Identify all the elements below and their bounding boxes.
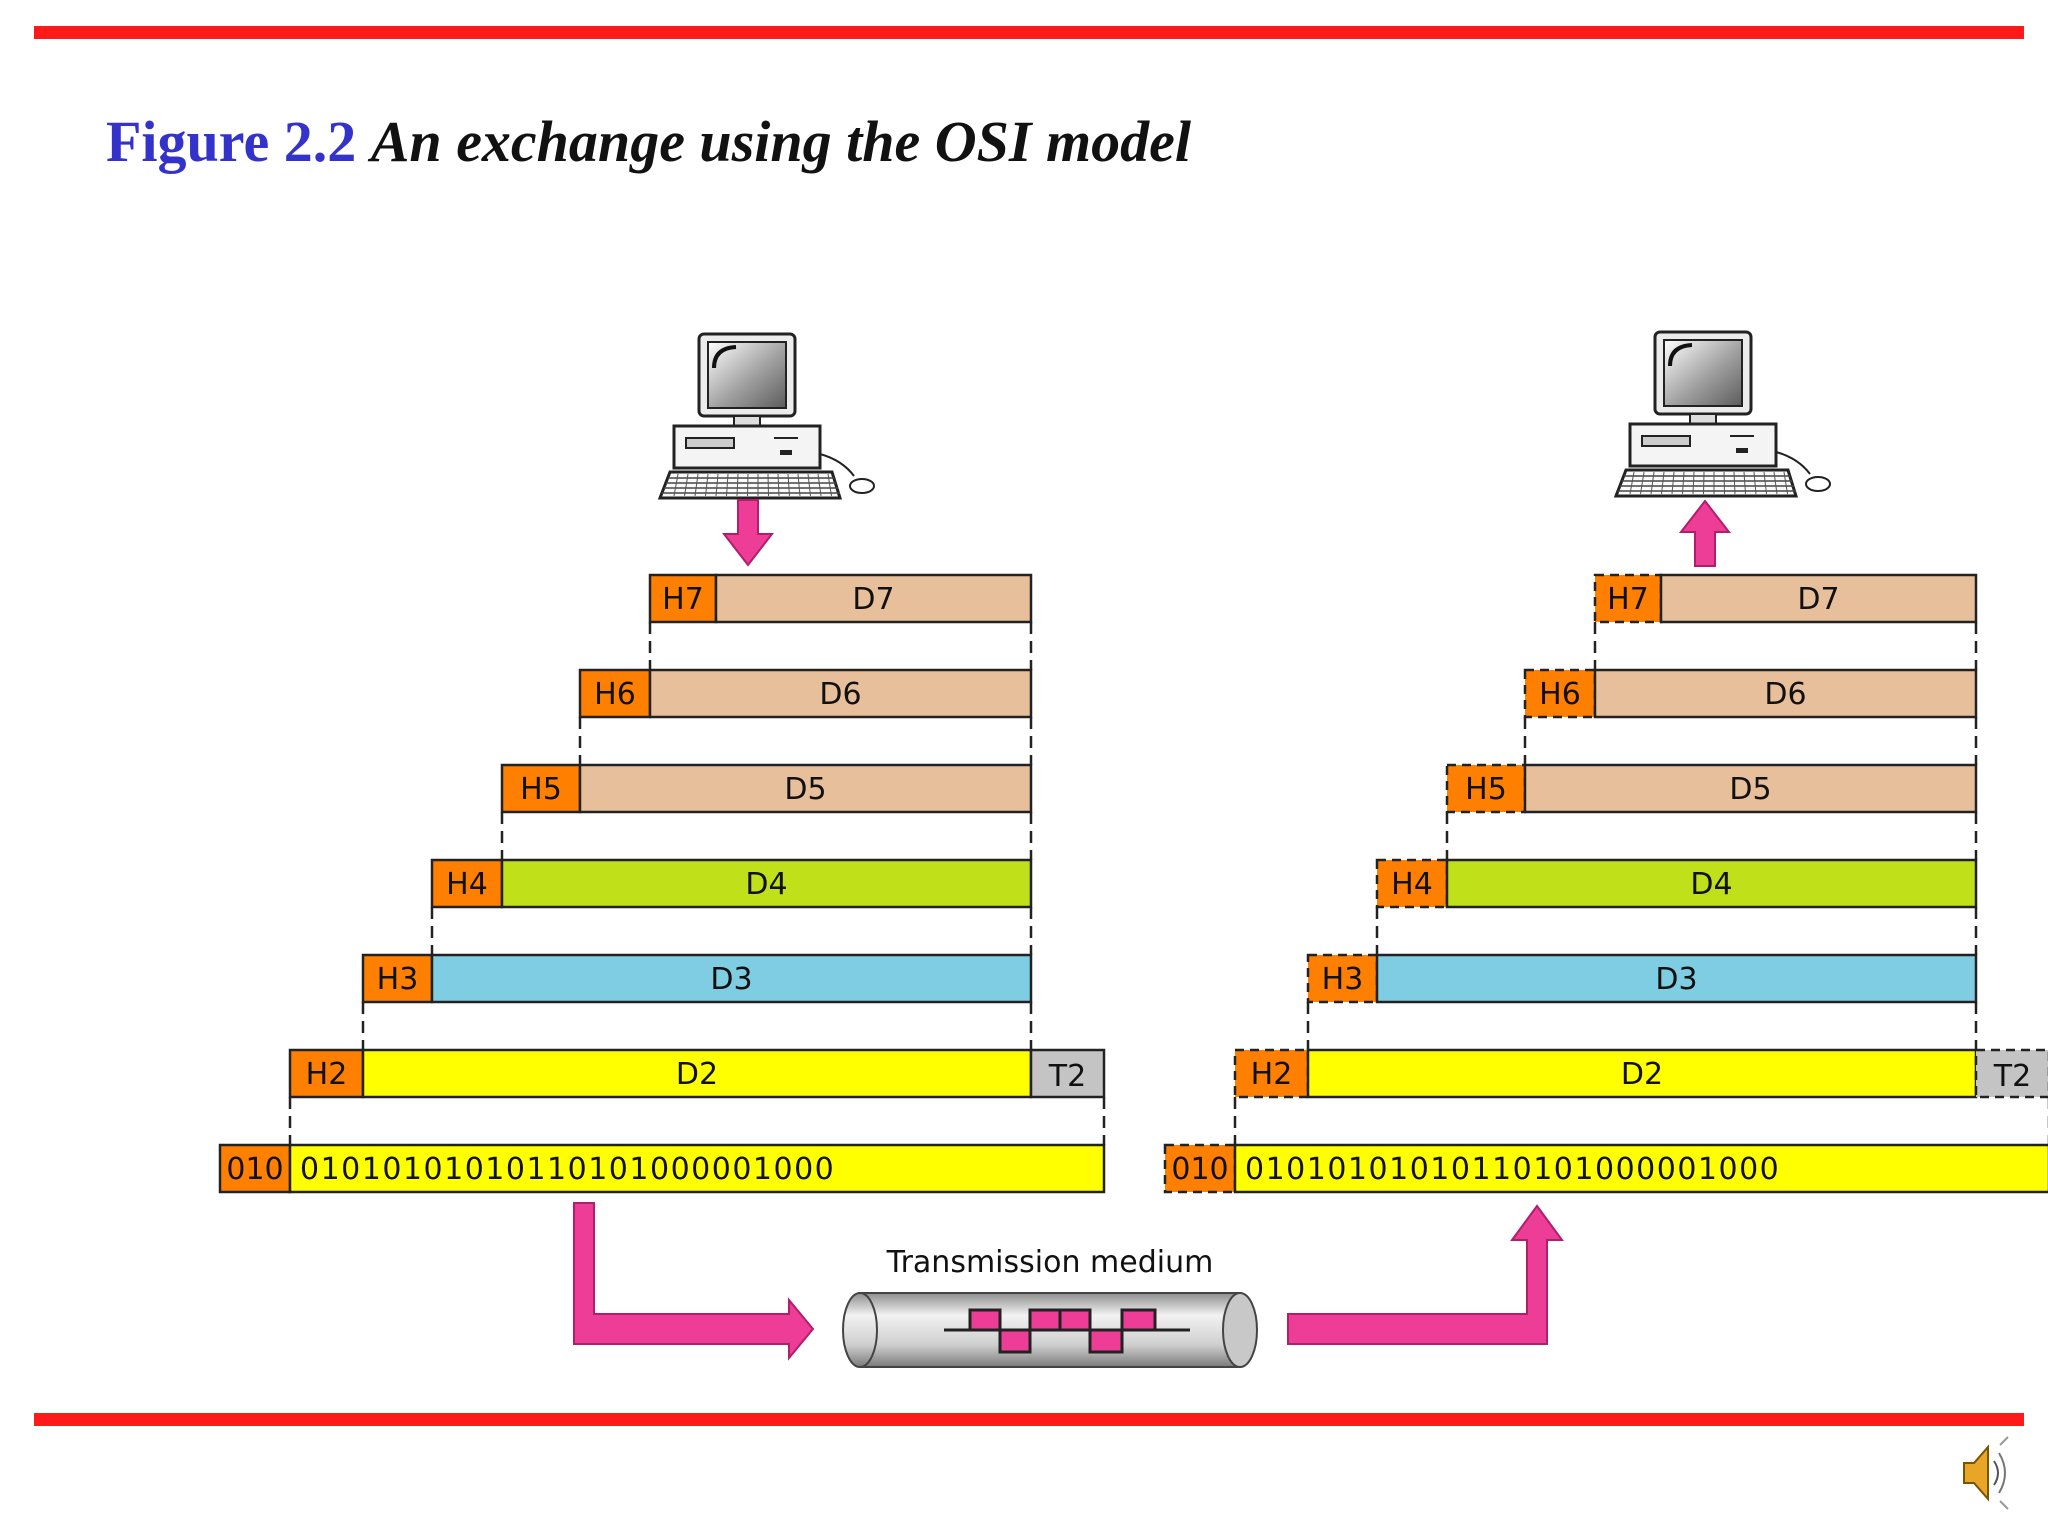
receiver-bitstream [1233,1143,2048,1194]
figure-caption: An exchange using the OSI model [370,109,1191,174]
receiver-header-label: H2 [1251,1057,1293,1092]
sender-header-label: H7 [662,582,704,617]
sender-header-h6 [578,668,652,719]
receiver-bitstream-prefix-label: 010 [1171,1152,1228,1187]
sender-computer-icon [657,332,875,500]
receiver-data-d4 [1445,858,1978,909]
receiver-header-h7 [1593,573,1663,624]
sender-header-label: H6 [594,677,636,712]
receiver-data-d3 [1375,953,1978,1004]
sender-header-h4 [430,858,504,909]
down-arrow-icon [721,499,775,567]
speaker-icon [1963,1436,2009,1510]
sender-data-label: D4 [745,867,787,902]
sender-header-h5 [500,763,582,814]
sender-header-label: H3 [377,962,419,997]
up-arrow-icon [1678,499,1732,567]
receiver-header-label: H4 [1391,867,1433,902]
receiver-header-h5 [1445,763,1527,814]
sender-trailer-label: T2 [1048,1059,1086,1094]
receive-path-arrow-icon [1287,1204,1564,1345]
sender-header-h7 [648,573,718,624]
sender-data-label: D6 [819,677,861,712]
sender-data-d4 [500,858,1033,909]
receiver-data-d5 [1523,763,1978,814]
receiver-data-label: D4 [1690,867,1732,902]
receiver-header-label: H5 [1465,772,1507,807]
receiver-header-h3 [1306,953,1379,1004]
sender-data-d5 [578,763,1033,814]
sender-data-label: D2 [676,1057,718,1092]
receiver-data-label: D6 [1764,677,1806,712]
sender-data-d3 [430,953,1033,1004]
transmission-medium-pipe [842,1292,1258,1368]
receiver-trailer-label: T2 [1993,1059,2031,1094]
sender-data-label: D3 [710,962,752,997]
sender-header-label: H2 [306,1057,348,1092]
receiver-data-d2 [1306,1048,1978,1099]
sender-data-d6 [648,668,1033,719]
receiver-header-h4 [1375,858,1449,909]
receiver-data-label: D7 [1797,582,1839,617]
sender-bitstream-prefix-label: 010 [226,1152,283,1187]
sender-data-d2 [361,1048,1033,1099]
sender-bitstream [288,1143,1106,1194]
figure-title: Figure 2.2 An exchange using the OSI mod… [106,108,1191,175]
sender-data-label: D7 [852,582,894,617]
sender-header-label: H5 [520,772,562,807]
receiver-data-d7 [1659,573,1978,624]
receiver-trailer-t2 [1974,1048,2048,1099]
send-path-arrow-icon [573,1202,815,1361]
bottom-accent-bar [34,1413,2024,1426]
receiver-data-label: D3 [1655,962,1697,997]
sender-data-d7 [714,573,1033,624]
receiver-header-label: H3 [1322,962,1364,997]
sender-header-label: H4 [446,867,488,902]
receiver-data-label: D5 [1729,772,1771,807]
sender-bitstream-label: 01010101010110101000001000 [300,1152,835,1187]
receiver-data-label: D2 [1621,1057,1663,1092]
receiver-computer-icon [1613,330,1831,498]
receiver-header-h6 [1523,668,1597,719]
top-accent-bar [34,26,2024,39]
receiver-header-label: H7 [1607,582,1649,617]
sender-bitstream-prefix [218,1143,292,1194]
receiver-header-label: H6 [1539,677,1581,712]
receiver-bitstream-label: 01010101010110101000001000 [1245,1152,1780,1187]
sender-trailer-t2 [1029,1048,1106,1099]
medium-label: Transmission medium [886,1245,1214,1280]
figure-number: Figure 2.2 [106,109,357,174]
sender-data-label: D5 [784,772,826,807]
receiver-data-d6 [1593,668,1978,719]
